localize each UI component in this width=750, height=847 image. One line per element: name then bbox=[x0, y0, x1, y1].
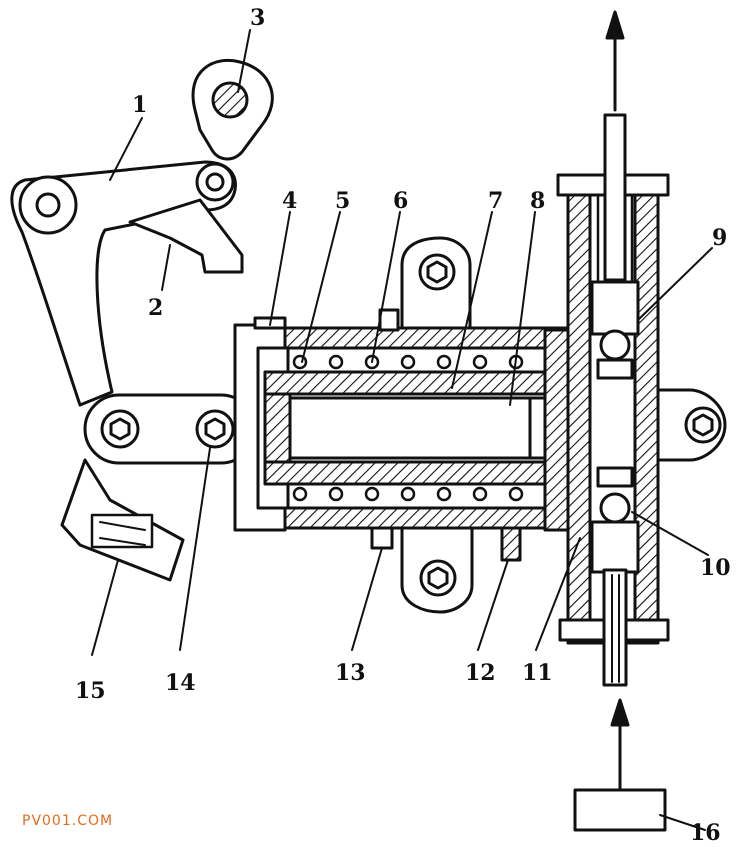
label-8: 8 bbox=[530, 188, 545, 214]
label-7: 7 bbox=[488, 188, 503, 214]
label-11: 11 bbox=[522, 660, 553, 686]
upper-mounting-lug bbox=[400, 236, 472, 332]
lower-valve bbox=[590, 466, 640, 687]
latch-hook bbox=[128, 198, 244, 274]
label-16: 16 bbox=[690, 820, 721, 846]
label-13: 13 bbox=[335, 660, 366, 686]
label-6: 6 bbox=[393, 188, 408, 214]
label-14: 14 bbox=[165, 670, 196, 696]
leader-lines bbox=[91, 29, 713, 831]
part-labels: 1 2 3 4 5 6 7 8 9 10 11 12 13 14 15 16 bbox=[75, 5, 731, 846]
label-5: 5 bbox=[335, 188, 350, 214]
spring bbox=[292, 354, 524, 502]
label-12: 12 bbox=[465, 660, 496, 686]
label-4: 4 bbox=[282, 188, 297, 214]
block-16 bbox=[573, 788, 667, 832]
piston-sleeve bbox=[263, 370, 547, 486]
watermark: PV001.COM bbox=[22, 813, 114, 829]
main-lever bbox=[10, 160, 237, 407]
linkage-bar bbox=[83, 393, 257, 465]
cam-part bbox=[191, 58, 274, 161]
bracket-15 bbox=[60, 458, 185, 582]
lower-mounting-lug bbox=[400, 523, 474, 614]
label-2: 2 bbox=[148, 295, 163, 321]
label-1: 1 bbox=[132, 92, 147, 118]
label-9: 9 bbox=[712, 225, 727, 251]
inlet-arrow bbox=[610, 698, 630, 792]
label-10: 10 bbox=[700, 555, 731, 581]
label-15: 15 bbox=[75, 678, 106, 704]
upper-valve bbox=[590, 113, 640, 380]
label-3: 3 bbox=[250, 5, 265, 31]
outlet-arrow bbox=[605, 10, 625, 112]
